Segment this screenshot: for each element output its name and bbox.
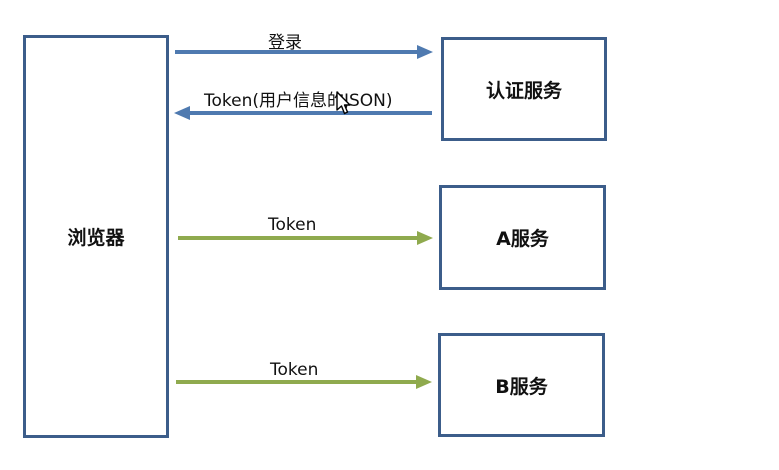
auth-service-label: 认证服务 [485,79,562,102]
token-b-edge-label: Token [270,360,319,380]
token-b-arrow [176,375,432,389]
mouse-pointer-icon [336,91,351,115]
b-service-label: B服务 [495,375,548,398]
a-service-label: A服务 [496,228,549,250]
auth-service-node: 认证服务 [441,37,607,141]
login-edge-label: 登录 [268,33,302,53]
b-service-node: B服务 [438,333,605,437]
a-service-node: A服务 [439,185,606,290]
browser-label: 浏览器 [67,227,125,249]
token-user-info-edge-label: Token(用户信息的JSON) [204,91,393,111]
login-arrow [175,45,433,59]
token-a-arrow [178,231,433,245]
token-a-edge-label: Token [268,215,317,235]
browser-node: 浏览器 [23,35,169,438]
token-return-arrow [174,106,432,120]
